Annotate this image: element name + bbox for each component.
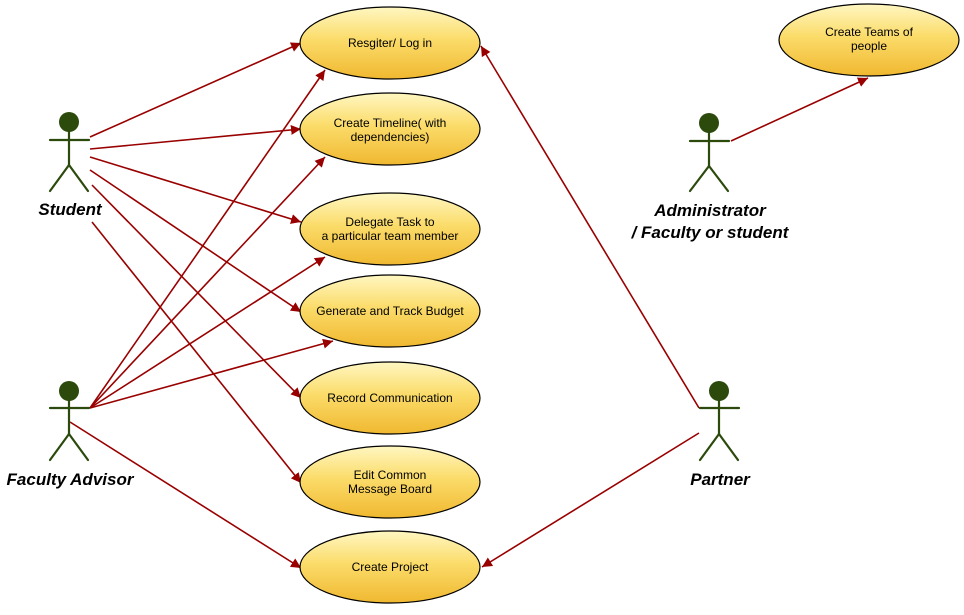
use-case-message-board[interactable]: Edit Common Message Board xyxy=(299,445,481,519)
actor-faculty-advisor-label: Faculty Advisor xyxy=(7,470,135,489)
assoc-faculty-budget xyxy=(89,338,334,409)
assoc-faculty-delegate xyxy=(89,256,326,409)
use-case-message-board-label-line1: Edit Common xyxy=(354,468,427,482)
assoc-student-budget xyxy=(89,169,302,313)
assoc-student-communication xyxy=(91,184,302,399)
assoc-faculty-register xyxy=(89,69,326,409)
use-case-project[interactable]: Create Project xyxy=(299,530,481,604)
use-case-project-label: Create Project xyxy=(352,560,429,574)
use-case-communication[interactable]: Record Communication xyxy=(299,361,481,435)
assoc-partner-register xyxy=(480,45,700,409)
use-case-teams-label-line1: Create Teams of xyxy=(825,25,913,39)
actor-administrator-label-line2: / Faculty or student xyxy=(631,223,790,242)
use-case-register[interactable]: Resgiter/ Log in xyxy=(299,6,481,80)
assoc-student-delegate xyxy=(89,156,302,224)
actor-partner-label: Partner xyxy=(690,470,751,489)
use-case-timeline-label-line2: dependencies) xyxy=(351,130,430,144)
actor-partner[interactable]: Partner xyxy=(690,381,751,489)
stick-figure-icon xyxy=(48,381,91,462)
stick-figure-icon xyxy=(698,381,741,462)
assoc-faculty-timeline xyxy=(89,156,326,409)
use-case-budget-label: Generate and Track Budget xyxy=(316,304,464,318)
actor-student[interactable]: Student xyxy=(38,112,103,219)
use-case-budget[interactable]: Generate and Track Budget xyxy=(299,274,481,348)
actor-faculty-advisor[interactable]: Faculty Advisor xyxy=(7,381,135,489)
assoc-student-message-board xyxy=(91,221,302,484)
use-case-message-board-label-line2: Message Board xyxy=(348,482,432,496)
actor-administrator-label-line1: Administrator xyxy=(653,201,767,220)
use-case-register-label: Resgiter/ Log in xyxy=(348,36,432,50)
use-case-teams[interactable]: Create Teams of people xyxy=(778,3,960,77)
stick-figure-icon xyxy=(48,112,91,193)
assoc-student-timeline xyxy=(89,124,302,150)
use-case-timeline[interactable]: Create Timeline( with dependencies) xyxy=(299,92,481,166)
use-case-communication-label: Record Communication xyxy=(327,391,452,405)
actor-student-label: Student xyxy=(38,200,103,219)
associations xyxy=(69,42,869,569)
assoc-admin-teams xyxy=(730,77,869,142)
use-case-teams-label-line2: people xyxy=(851,39,887,53)
use-case-delegate[interactable]: Delegate Task to a particular team membe… xyxy=(299,192,481,266)
use-case-delegate-label-line1: Delegate Task to xyxy=(345,215,434,229)
assoc-partner-project xyxy=(481,432,700,568)
assoc-faculty-project xyxy=(69,421,302,569)
stick-figure-icon xyxy=(688,113,731,193)
actor-administrator[interactable]: Administrator / Faculty or student xyxy=(631,113,790,242)
use-case-timeline-label-line1: Create Timeline( with xyxy=(334,116,447,130)
use-case-delegate-label-line2: a particular team member xyxy=(322,229,459,243)
assoc-student-register xyxy=(89,42,302,138)
